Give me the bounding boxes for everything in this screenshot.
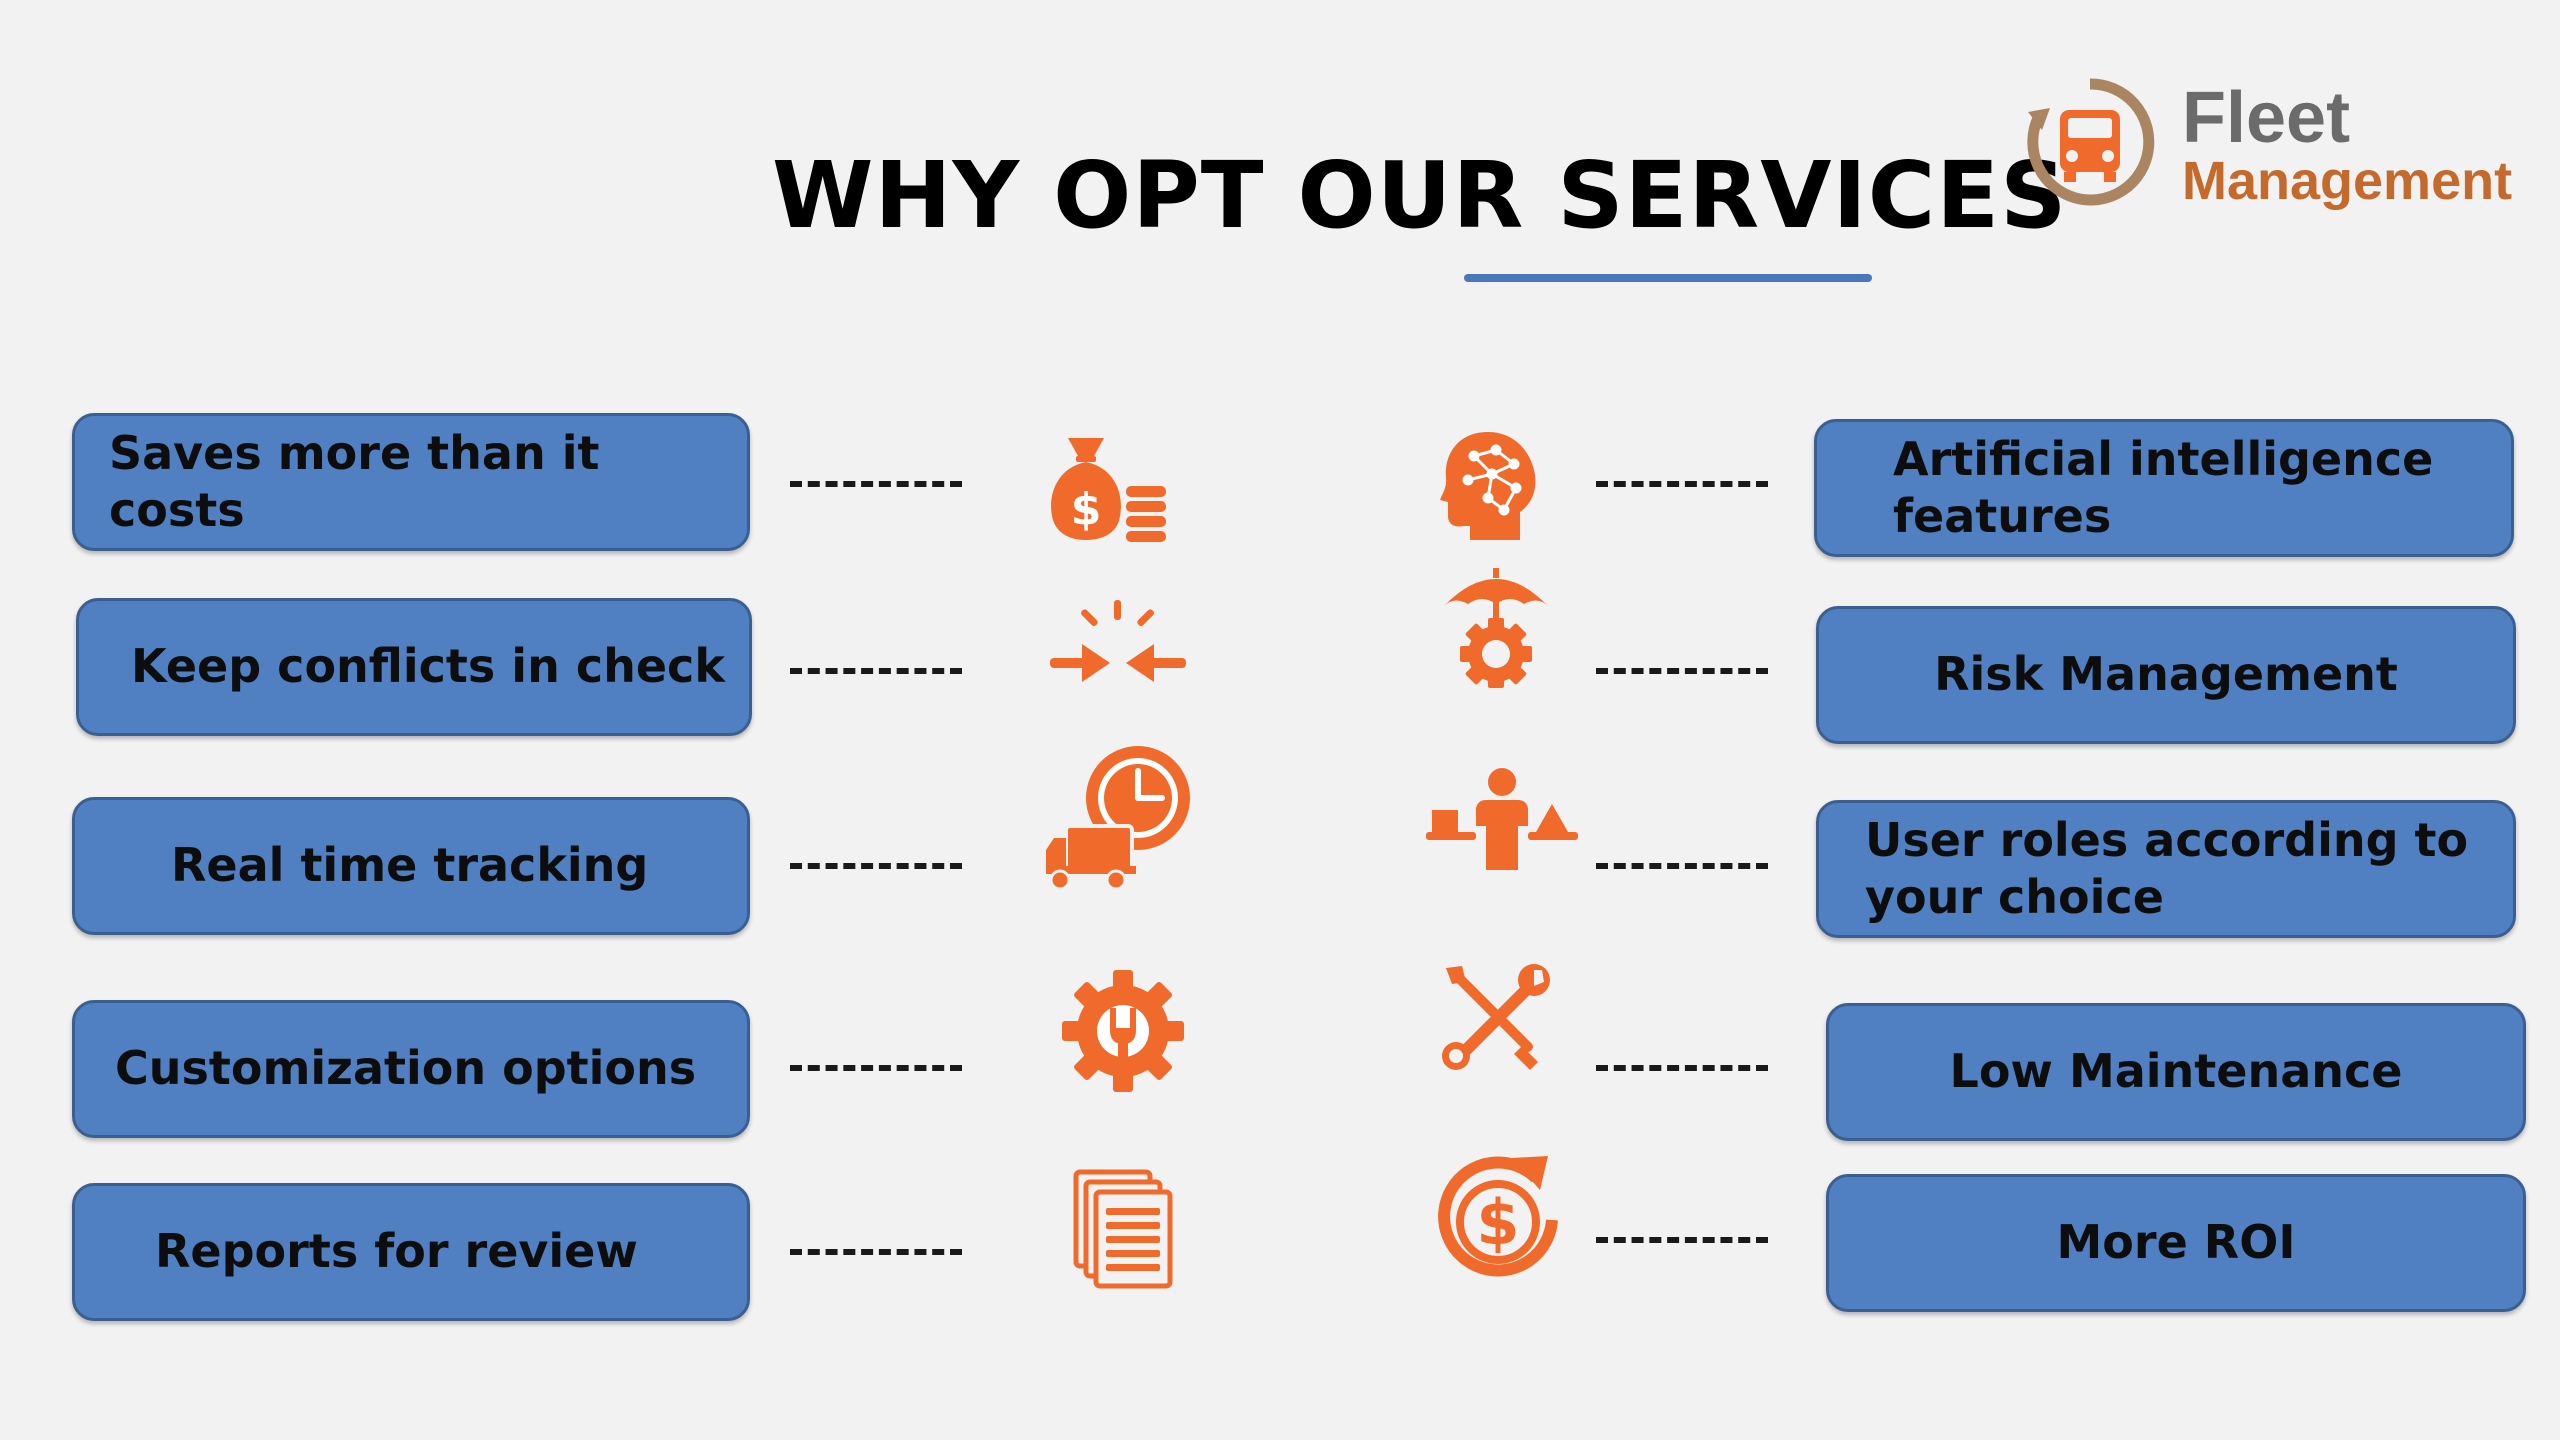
connector-dashes [790,1065,962,1071]
connector-dashes [790,481,962,487]
connector-dashes [790,668,962,674]
logo-text-management: Management [2182,151,2513,211]
dollar-cycle-icon: $ [1436,1148,1564,1278]
truck-clock-icon [1042,742,1200,892]
tools-icon [1440,962,1554,1072]
page-title: WHY OPT OUR SERVICES [772,142,2068,249]
connector-dashes [1596,481,1768,487]
feature-box-keep-conflicts: Keep conflicts in check [76,598,752,736]
feature-box-more-roi: More ROI [1826,1174,2526,1312]
svg-text:$: $ [1476,1186,1519,1259]
converging-arrows-icon [1046,598,1190,694]
truck-cycle-logo-icon [2020,72,2160,212]
feature-label: User roles according to your choice [1865,812,2469,925]
feature-box-risk-management: Risk Management [1816,606,2516,744]
title-underline [1464,274,1872,282]
feature-label: Risk Management [1934,647,2398,702]
feature-box-customization: Customization options [72,1000,750,1138]
connector-dashes [1596,863,1768,869]
svg-text:$: $ [1071,484,1102,535]
feature-label: Artificial intelligence features [1893,431,2434,544]
feature-box-reports: Reports for review [72,1183,750,1321]
feature-box-low-maintenance: Low Maintenance [1826,1003,2526,1141]
feature-label: Customization options [115,1041,697,1096]
logo: Fleet Management [2020,62,2520,222]
feature-box-ai: Artificial intelligence features [1814,419,2514,557]
connector-dashes [790,863,962,869]
feature-label: Reports for review [155,1224,638,1279]
documents-icon [1072,1168,1176,1290]
gear-wrench-icon [1060,968,1186,1094]
connector-dashes [790,1249,962,1255]
feature-label: Real time tracking [171,838,649,893]
person-balance-icon [1426,766,1578,872]
connector-dashes [1596,668,1768,674]
ai-head-icon [1438,428,1538,542]
feature-box-saves-more: Saves more than it costs [72,413,750,551]
money-bag-icon: $ [1046,428,1172,546]
feature-label: Saves more than it costs [109,425,600,538]
feature-label: Low Maintenance [1949,1044,2403,1099]
connector-dashes [1596,1237,1768,1243]
feature-box-real-time-tracking: Real time tracking [72,797,750,935]
feature-label: Keep conflicts in check [131,639,725,694]
connector-dashes [1596,1065,1768,1071]
feature-label: More ROI [2056,1215,2296,1270]
umbrella-gear-icon [1440,566,1552,690]
feature-box-user-roles: User roles according to your choice [1816,800,2516,938]
logo-text-fleet: Fleet [2182,78,2351,158]
